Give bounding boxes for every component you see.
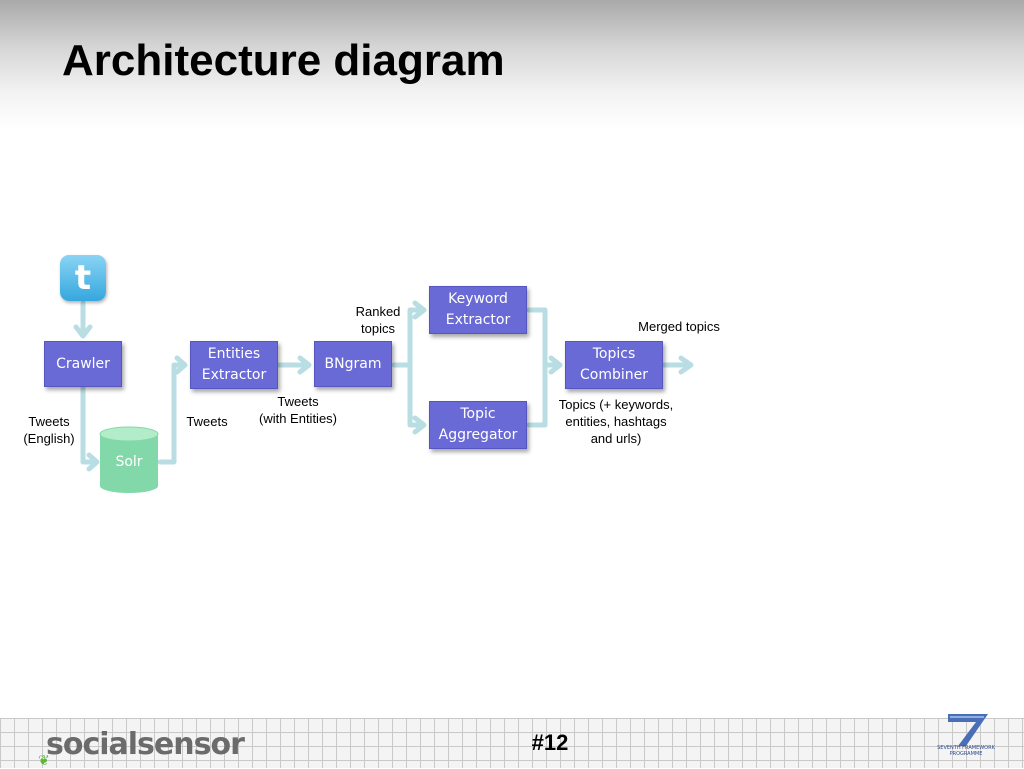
leaf-icon: ❦ bbox=[38, 752, 50, 768]
header-gradient bbox=[0, 0, 1024, 130]
arrowhead-bngram-keyword bbox=[412, 300, 427, 320]
arrow-solr-entities bbox=[157, 362, 186, 465]
arrowhead-bngram-topic bbox=[412, 415, 427, 435]
solr-cylinder bbox=[99, 426, 159, 493]
topic-aggregator-node: Topic Aggregator bbox=[429, 401, 527, 449]
entities-extractor-node: Entities Extractor bbox=[190, 341, 278, 389]
arrowhead-merge-combiner bbox=[548, 355, 563, 375]
arrowhead-crawler-solr bbox=[86, 452, 100, 472]
solr-label: Solr bbox=[115, 454, 143, 470]
fp7-programme-text: SEVENTH FRAMEWORK PROGRAMME bbox=[937, 745, 995, 757]
footer-grid bbox=[0, 718, 1024, 768]
label-merged-topics: Merged topics bbox=[638, 319, 720, 334]
crawler-node: Crawler bbox=[44, 341, 122, 387]
arrowhead-twitter-crawler bbox=[73, 324, 93, 339]
topics-combiner-node: Topics Combiner bbox=[565, 341, 663, 389]
keyword-extractor-node: Keyword Extractor bbox=[429, 286, 527, 334]
arrow-merge-combiner bbox=[526, 307, 561, 428]
arrow-bngram-split bbox=[391, 307, 425, 428]
label-tweets-with-entities: Tweets (with Entities) bbox=[258, 394, 338, 426]
socialsensor-logo: socialsensor bbox=[46, 727, 245, 762]
label-topics-plus: Topics (+ keywords, entities, hashtags a… bbox=[558, 397, 674, 446]
fp7-logo-icon bbox=[948, 714, 988, 746]
label-ranked-topics: Ranked topics bbox=[355, 304, 401, 336]
bngram-node: BNgram bbox=[314, 341, 392, 387]
arrowhead-combiner-out bbox=[678, 355, 694, 375]
arrow-crawler-solr bbox=[80, 385, 98, 465]
page-number: #12 bbox=[531, 730, 569, 755]
twitter-bird-icon: t bbox=[60, 255, 106, 301]
slide-title: Architecture diagram bbox=[62, 36, 505, 85]
label-tweets-english: Tweets (English) bbox=[23, 414, 75, 446]
arrowhead-entities-bngram bbox=[297, 355, 312, 375]
label-tweets: Tweets bbox=[186, 414, 228, 429]
arrowhead-solr-entities bbox=[174, 355, 188, 375]
